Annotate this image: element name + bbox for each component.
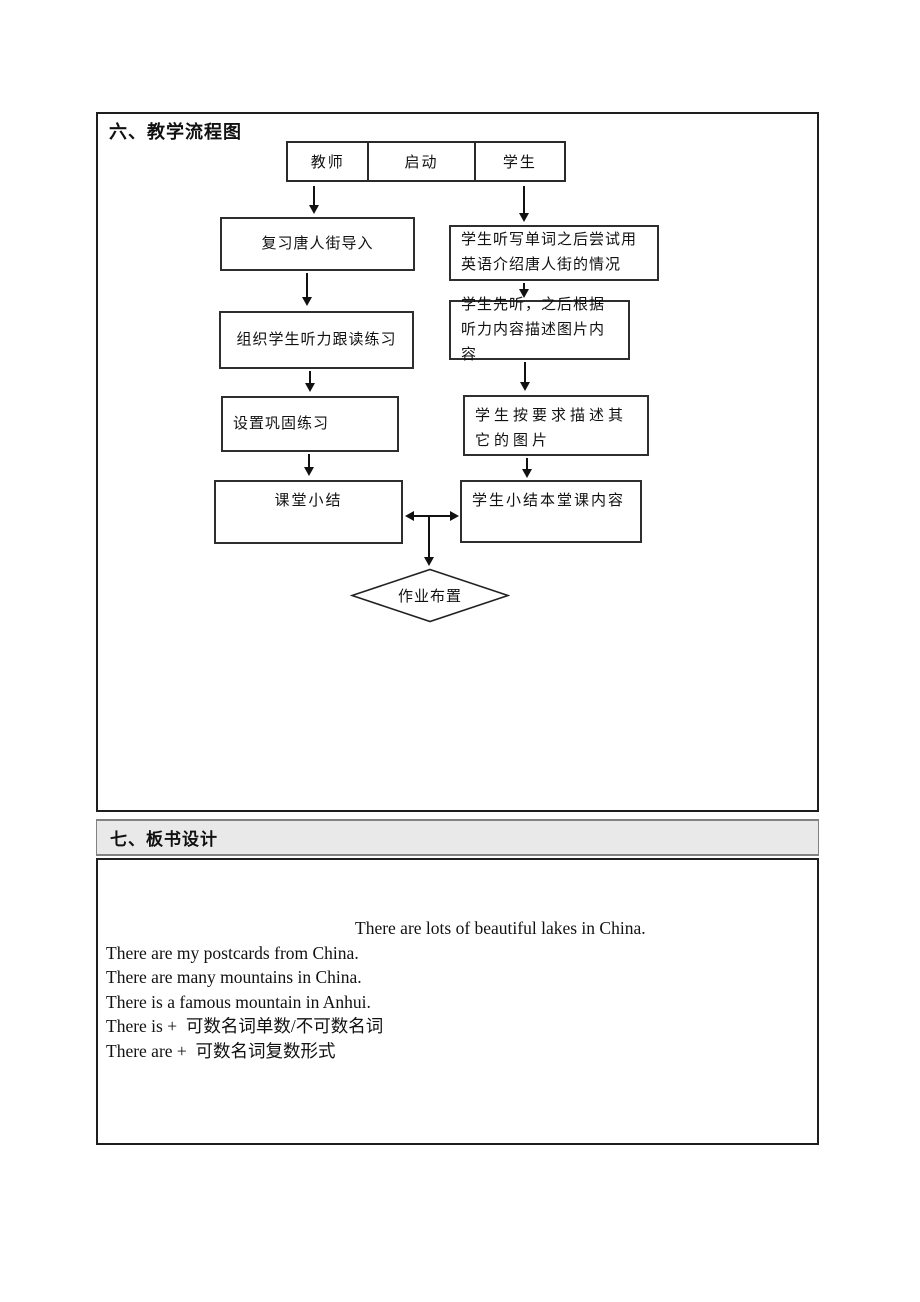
section7-title: 七、板书设计 <box>110 830 218 849</box>
flow-node-homework: 作业布置 <box>397 589 462 605</box>
header-cell-start: 启动 <box>369 143 476 180</box>
flow-node-review-intro: 复习唐人街导入 <box>220 217 415 271</box>
arrow-down-icon <box>520 362 530 391</box>
header-cell-teacher: 教师 <box>288 143 370 180</box>
board-line: There are many mountains in China. <box>106 967 362 987</box>
board-line: There is a famous mountain in Anhui. <box>106 991 371 1012</box>
arrow-down-icon <box>519 186 529 222</box>
arrow-left-right-icon <box>405 511 459 521</box>
flow-node-student-summary: 学生小结本堂课内容 <box>460 480 642 543</box>
flowchart-header-table: 教师 启动 学生 <box>286 141 566 182</box>
flow-node-listen-describe: 学生先听，之后根据听力内容描述图片内容 <box>449 297 630 363</box>
arrow-down-icon <box>304 454 314 476</box>
arrow-down-icon <box>519 283 529 298</box>
board-text: There are lots of beautiful lakes in Chi… <box>98 916 817 1063</box>
decision-diamond <box>350 568 510 623</box>
board-line: There are + 可数名词复数形式 <box>106 1040 336 1061</box>
flow-node-class-summary: 课堂小结 <box>214 480 403 544</box>
arrow-down-icon <box>522 458 532 478</box>
section-teaching-flowchart: 六、教学流程图 教师 启动 学生 复习唐人街导入 组织学生听力跟读练习 设置巩固… <box>96 112 819 812</box>
board-line: There are my postcards from China. <box>106 942 359 963</box>
header-cell-student: 学生 <box>502 155 537 171</box>
arrow-down-icon <box>309 186 319 214</box>
flow-node-dictation-introduce: 学生听写单词之后尝试用英语介绍唐人街的情况 <box>449 225 659 281</box>
arrow-down-icon <box>305 371 315 392</box>
arrow-down-icon <box>424 517 434 566</box>
section-board-design-content: There are lots of beautiful lakes in Chi… <box>96 858 819 1145</box>
board-line: There is + 可数名词单数/不可数名词 <box>106 1016 384 1036</box>
flow-node-consolidation-exercise: 设置巩固练习 <box>221 396 399 452</box>
section6-title: 六、教学流程图 <box>109 122 242 142</box>
flow-node-listening-practice: 组织学生听力跟读练习 <box>219 311 414 369</box>
section-board-design-header: 七、板书设计 <box>96 819 819 856</box>
arrow-down-icon <box>302 273 312 306</box>
board-line: There are lots of beautiful lakes in Chi… <box>355 918 646 938</box>
flow-node-describe-other-pictures: 学生按要求描述其它的图片 <box>463 395 649 456</box>
